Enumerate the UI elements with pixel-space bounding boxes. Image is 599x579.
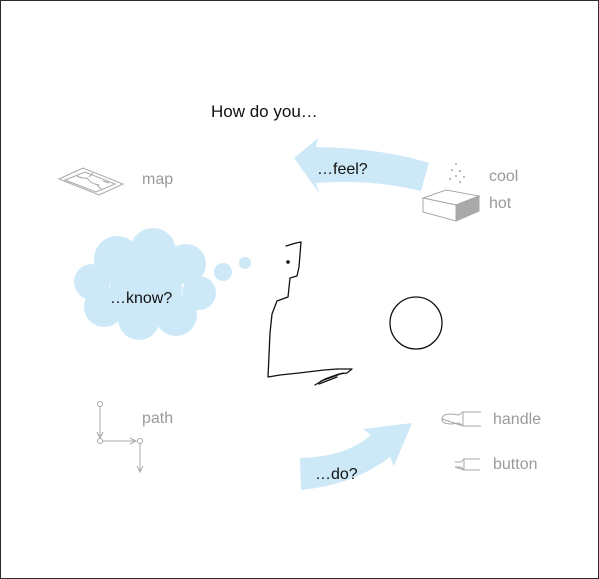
map-label: map <box>142 172 173 188</box>
button-label: button <box>493 457 537 473</box>
thinking-person-drawing <box>268 242 352 385</box>
feel-label: …feel? <box>317 162 368 178</box>
circle-outline <box>390 297 442 349</box>
cool-label: cool <box>489 169 518 185</box>
handle-icon <box>442 412 481 426</box>
handle-label: handle <box>493 412 541 428</box>
hot-label: hot <box>489 196 511 212</box>
cool-hot-block-icon <box>423 163 479 221</box>
path-label: path <box>142 411 173 427</box>
know-cloud <box>74 228 216 340</box>
know-label: …know? <box>110 291 172 307</box>
map-icon <box>59 168 123 195</box>
heading-how-do-you: How do you… <box>211 103 318 120</box>
thought-dot-small <box>239 257 251 269</box>
button-icon <box>455 459 480 470</box>
thought-dot-large <box>214 263 232 281</box>
eye <box>286 260 290 264</box>
path-arrows-icon <box>97 402 143 473</box>
do-label: …do? <box>315 467 358 483</box>
